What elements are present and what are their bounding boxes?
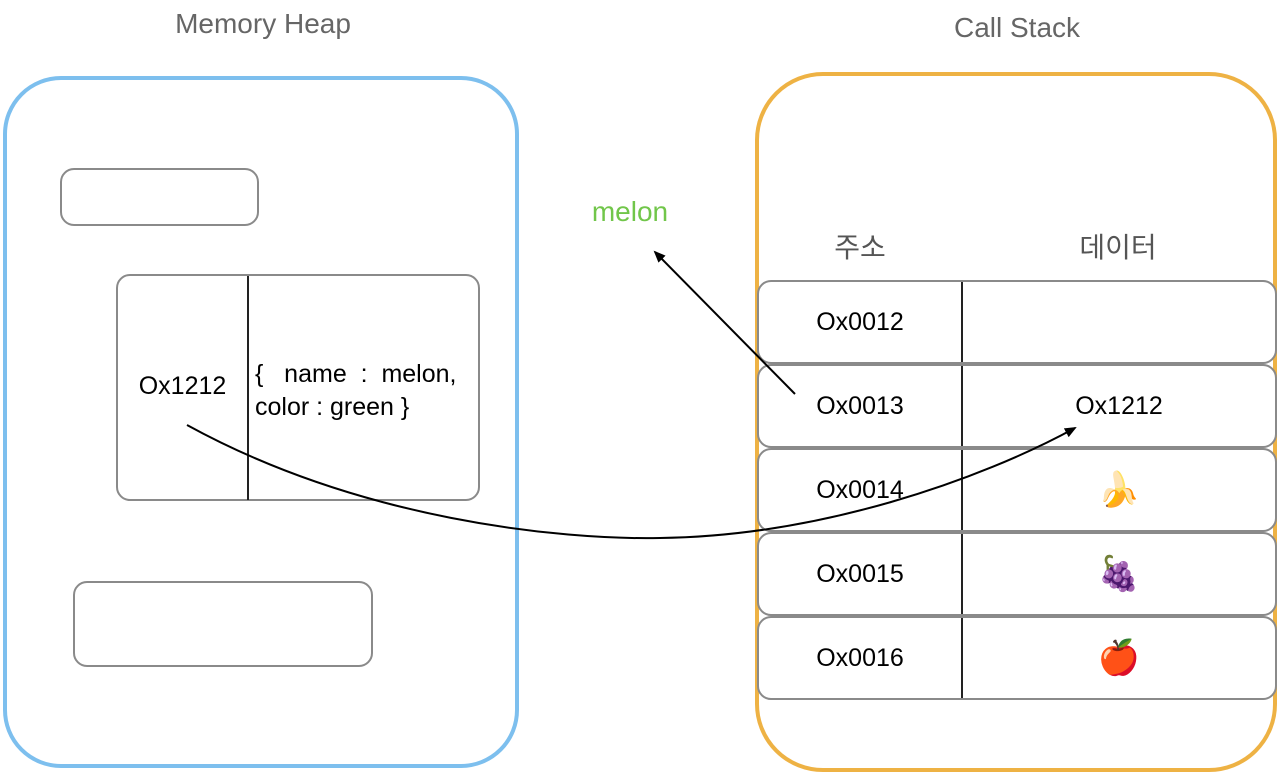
- melon-label: melon: [591, 196, 669, 227]
- row-divider: [961, 450, 963, 530]
- stack-row-address: Ox0015: [816, 559, 904, 588]
- stack-row: Ox0012: [757, 280, 1277, 364]
- heap-object: [116, 274, 480, 501]
- row-divider: [961, 534, 963, 614]
- arrow-heap-to-stack-pointer: [186, 424, 1077, 540]
- call-stack-title: Call Stack: [953, 12, 1081, 43]
- stack-row: Ox0013 Ox1212: [757, 364, 1277, 448]
- row-divider: [961, 618, 963, 698]
- grapes-icon: 🍇: [1097, 554, 1141, 594]
- heap-object-address: Ox1212: [138, 372, 227, 400]
- row-divider: [961, 282, 963, 362]
- heap-object-value: { name : melon, color : green }: [255, 360, 457, 421]
- heap-empty-slot: [60, 168, 259, 226]
- stack-row: Ox0015 🍇: [757, 532, 1277, 616]
- memory-heap-container: [3, 76, 519, 768]
- address-column-header: 주소: [834, 232, 886, 263]
- stack-row: Ox0014 🍌: [757, 448, 1277, 532]
- heap-empty-slot: [73, 581, 373, 667]
- row-divider: [961, 366, 963, 446]
- heap-object-divider: [247, 276, 249, 500]
- stack-row-address: Ox0012: [816, 307, 904, 336]
- stack-row-address: Ox0016: [816, 643, 904, 672]
- apple-icon: 🍎: [1097, 638, 1141, 678]
- stack-row-address: Ox0014: [816, 475, 904, 504]
- stack-row-address: Ox0013: [816, 391, 904, 420]
- stack-row: Ox0016 🍎: [757, 616, 1277, 700]
- memory-heap-title: Memory Heap: [175, 8, 351, 39]
- stack-row-data: Ox1212: [1075, 391, 1163, 420]
- banana-icon: 🍌: [1097, 470, 1141, 510]
- data-column-header: 데이터: [1079, 232, 1157, 263]
- arrow-stack-to-melon: [653, 250, 796, 395]
